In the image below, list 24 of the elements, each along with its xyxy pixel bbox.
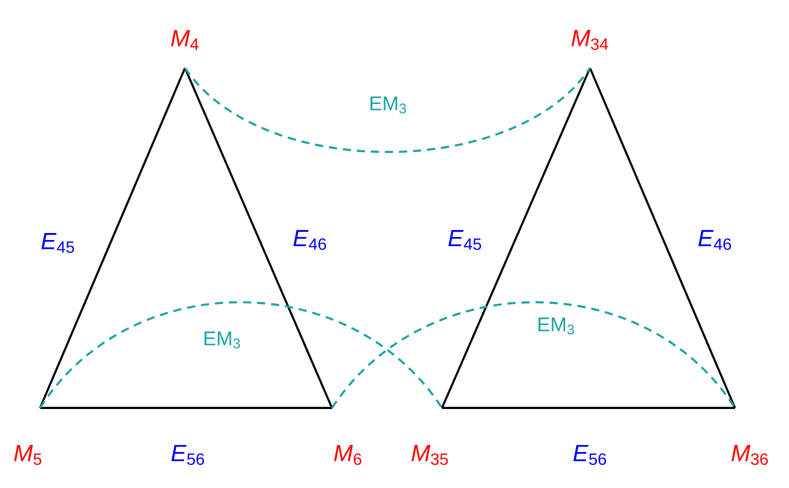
triangle-side [184, 68, 333, 408]
dashed-curve [184, 67, 591, 153]
vertex-label: M$_{34}$ [572, 30, 608, 50]
edge-label: EM$_{3}$ [368, 95, 408, 115]
edge-label: E$_{46}$ [696, 228, 734, 252]
triangle-side [441, 68, 591, 408]
vertex-label: M$_{4}$ [171, 30, 199, 50]
edge-label: EM$_{3}$ [536, 316, 576, 336]
vertex-label: M$_{35}$ [412, 445, 448, 465]
triangle-side [39, 68, 186, 408]
edge-label: EM$_{3}$ [202, 330, 242, 350]
vertex-label: M$_{5}$ [14, 445, 42, 465]
edge-label: E$_{56}$ [170, 444, 207, 466]
vertex-label: M$_{36}$ [732, 445, 768, 465]
edge-label: E$_{45}$ [446, 228, 484, 252]
dashed-curve [331, 301, 736, 409]
vertex-label: M$_{6}$ [334, 445, 362, 465]
triangle-side [442, 406, 735, 410]
triangle-side [40, 406, 332, 410]
dashed-curve [39, 301, 443, 409]
edge-label: E$_{56}$ [572, 444, 608, 466]
edge-label: E$_{46}$ [292, 228, 329, 252]
edge-label: E$_{45}$ [40, 232, 77, 254]
triangle-side [589, 68, 736, 408]
